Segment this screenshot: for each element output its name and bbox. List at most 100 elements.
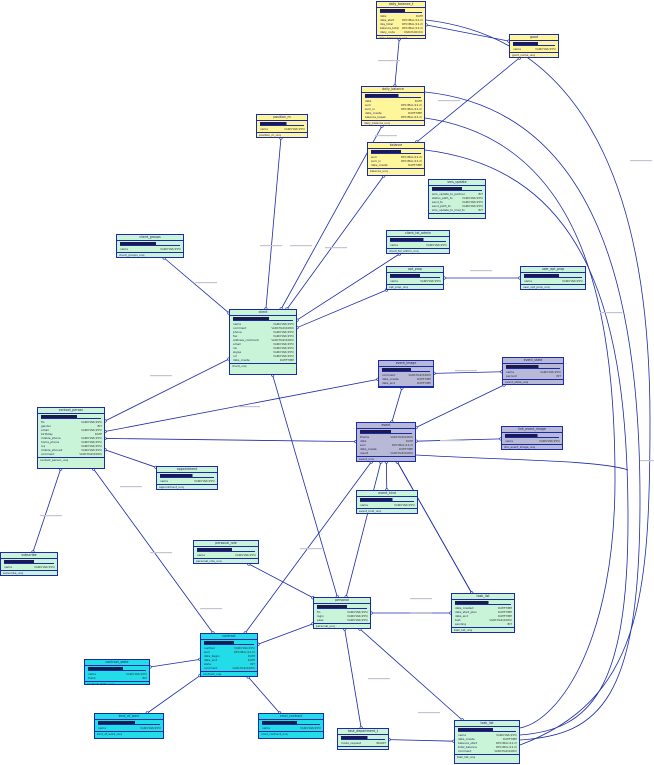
attribute-name: name (120, 247, 128, 251)
entity-title: appointment (157, 467, 217, 473)
attribute-name: comment (458, 749, 472, 753)
attribute-type: BIT (478, 192, 483, 196)
relationship-label-mark (470, 270, 492, 272)
attribute-name: text (455, 618, 461, 622)
attribute-type: VARCHAR(64) (403, 30, 423, 34)
index-name: task_list_unq (457, 755, 476, 759)
attribute-type: VARCHAR(255) (273, 350, 294, 354)
entity-title: user_opt_prop (521, 267, 585, 273)
relationship-line (425, 19, 651, 746)
index-name: client_unq (232, 364, 247, 368)
attribute-name: fax (233, 334, 238, 338)
attribute-name: gender (41, 424, 51, 428)
attribute-name: date_end (204, 658, 217, 662)
primary-key-bar (524, 274, 582, 278)
attribute-type: DECIMAL(12,2) (402, 22, 423, 26)
attribute-name: date_start (380, 18, 395, 22)
attribute-name: send_path_to (432, 204, 451, 208)
relationship-line (32, 468, 62, 553)
primary-key-bar (390, 274, 440, 278)
attribute-name: state (204, 662, 212, 666)
relationship-label-mark (630, 160, 652, 162)
relationship-label-mark (238, 406, 260, 408)
entity-title: subscribe (1, 553, 57, 559)
attribute-type: DATE (94, 432, 102, 436)
attribute-type: VARCHAR(255) (420, 279, 441, 283)
attribute-type: DECIMAL(12,2) (401, 107, 422, 111)
attribute-type: VARCHAR(255) (462, 204, 483, 208)
attribute-type: DECIMAL(12,2) (234, 650, 255, 654)
attribute-type: DECIMAL(12,2) (401, 103, 422, 107)
attribute-name: balance_total (380, 26, 399, 30)
relationship-line (272, 374, 338, 598)
relationship-label-mark (455, 370, 477, 372)
attribute-type: DECIMAL(12,2) (496, 741, 517, 745)
attribute-name: balance_start (458, 741, 477, 745)
relationship-line (149, 659, 201, 668)
attribute-type: VARCHAR(255) (81, 448, 102, 452)
attribute-type: VARCHAR(255) (273, 354, 294, 358)
primary-key-bar (4, 560, 54, 564)
attribute-name: date_create (233, 358, 250, 362)
index-name: client_tel_admin_unq (389, 249, 419, 253)
index-name: event_state_unq (505, 380, 529, 384)
attribute-type: VARCHAR(255) (426, 243, 447, 247)
primary-key-bar (360, 430, 412, 434)
relationship-line (415, 384, 505, 428)
attribute-name: send_to (432, 200, 443, 204)
attribute-name: date_create (382, 377, 399, 381)
index-name: personal_unq (316, 624, 335, 628)
index-name: opt_prop_unq (389, 285, 409, 289)
entity-title: link_event_image (502, 427, 562, 433)
attribute-name: sending (455, 622, 467, 626)
relationship-line (394, 38, 400, 87)
